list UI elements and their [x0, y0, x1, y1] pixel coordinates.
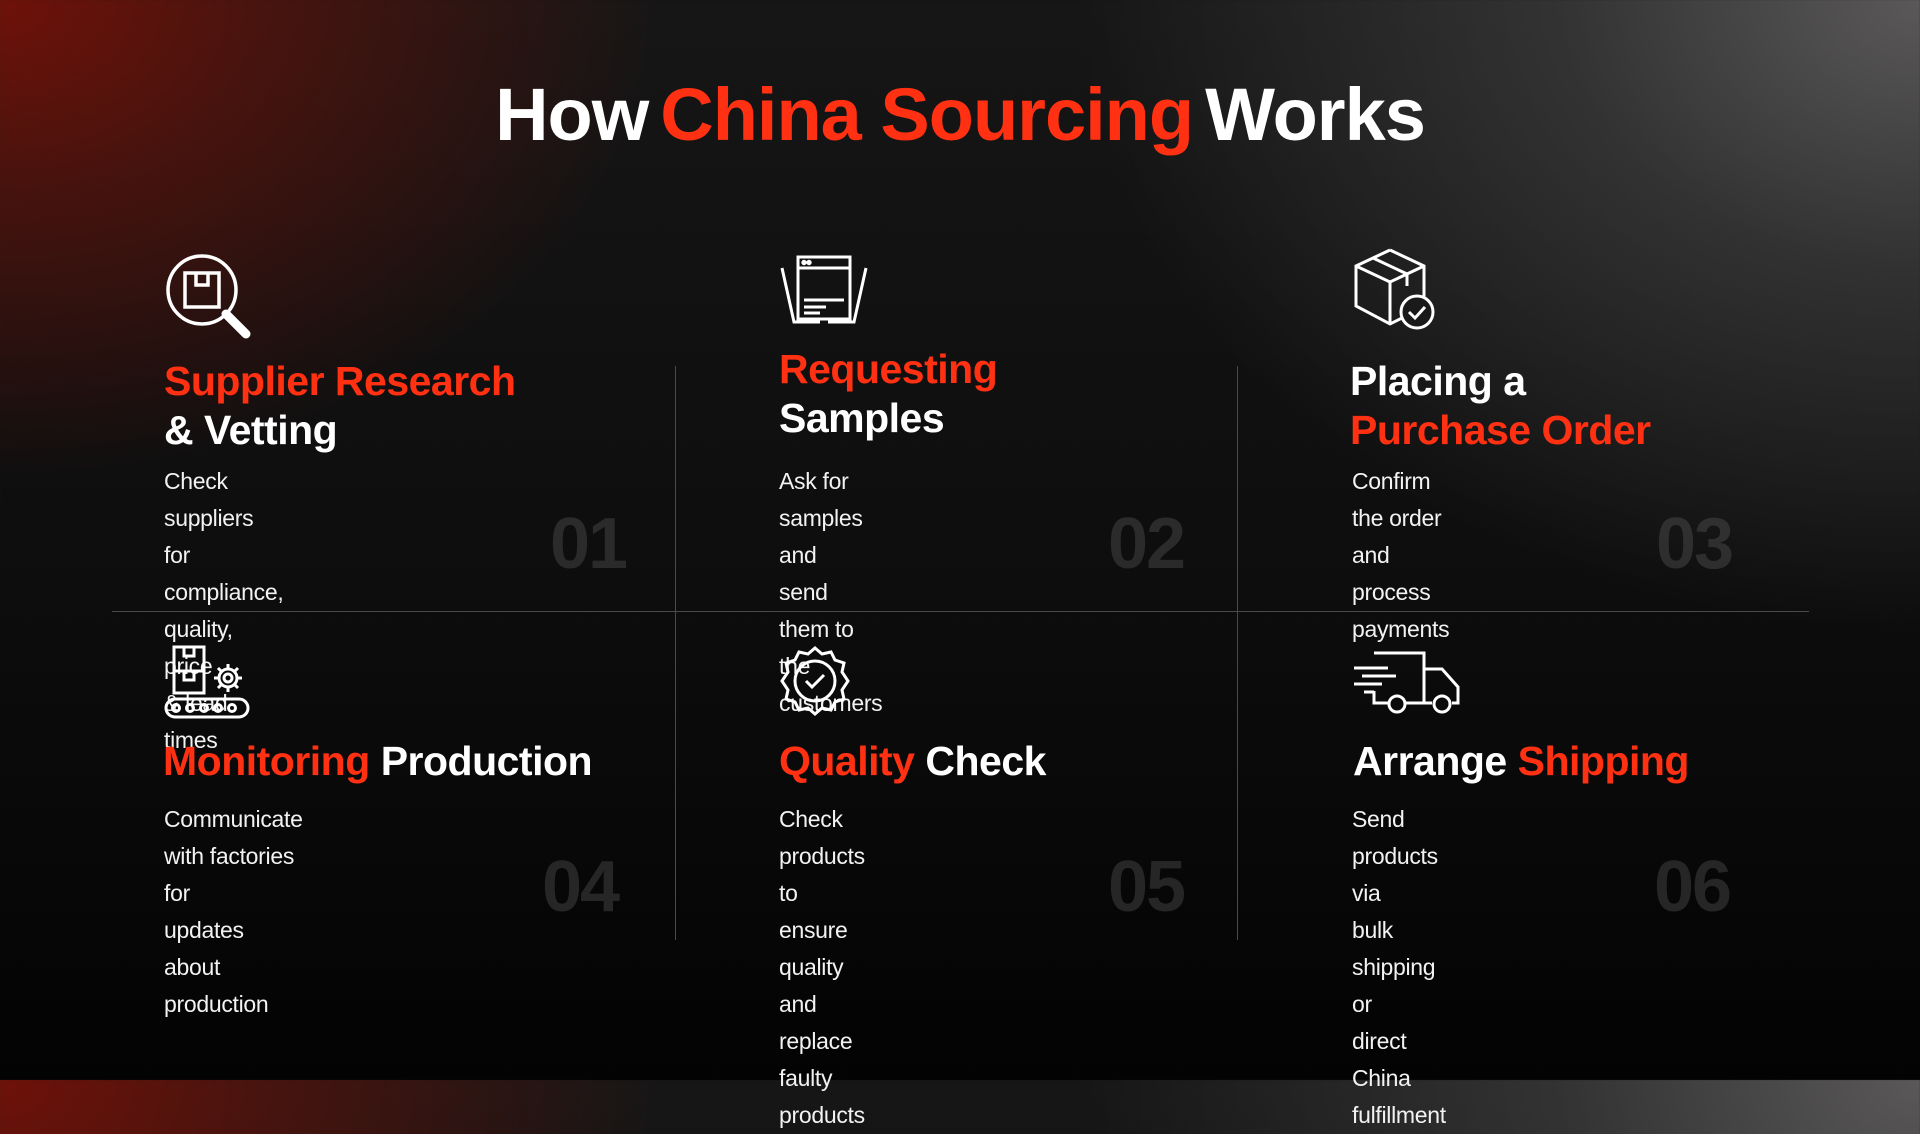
step-6-description: Send products via bulk shipping or direc…	[1352, 806, 1446, 1128]
magnifier-box-icon	[164, 252, 252, 340]
step-5-description: Check products to ensure quality and rep…	[779, 806, 865, 1128]
step-3-heading-accent: Purchase Order	[1350, 407, 1651, 453]
step-5-heading-accent: Quality	[779, 738, 915, 784]
grid-divider-vertical-1	[675, 366, 676, 940]
conveyor-gear-icon	[164, 645, 252, 721]
step-2-heading: Samples	[779, 395, 945, 441]
step-3-heading: Placing a	[1350, 358, 1526, 404]
step-1-heading-accent: Supplier Research	[164, 358, 516, 404]
title-accent: China Sourcing	[660, 73, 1194, 156]
grid-divider-vertical-2	[1237, 366, 1238, 940]
step-4-heading-accent: Monitoring	[163, 738, 370, 784]
step-6-heading: Arrange	[1353, 738, 1507, 784]
box-check-icon	[1350, 246, 1438, 334]
step-2-heading-accent: Requesting	[779, 346, 998, 392]
step-2-number: 02	[1108, 504, 1186, 584]
step-6-heading-accent: Shipping	[1517, 738, 1690, 784]
step-6-number: 06	[1654, 847, 1732, 927]
delivery-truck-icon	[1352, 651, 1464, 715]
step-1-number: 01	[550, 504, 628, 584]
step-4-description: Communicate with factories for updates a…	[164, 806, 303, 1017]
step-3-number: 03	[1656, 504, 1734, 584]
step-4-number: 04	[542, 847, 620, 927]
step-2-description: Ask for samples and send them to the cus…	[779, 468, 883, 716]
badge-check-icon	[780, 646, 850, 716]
documents-icon	[780, 254, 868, 328]
step-5-heading: Check	[925, 738, 1046, 784]
step-4-heading: Production	[380, 738, 593, 784]
step-5-number: 05	[1108, 847, 1186, 927]
grid-divider-horizontal	[112, 611, 1809, 612]
step-1-heading: & Vetting	[164, 407, 338, 453]
step-3-description: Confirm the order and process payments	[1352, 468, 1450, 642]
title-part-2: Works	[1205, 73, 1426, 156]
title-part-1: How	[495, 73, 649, 156]
